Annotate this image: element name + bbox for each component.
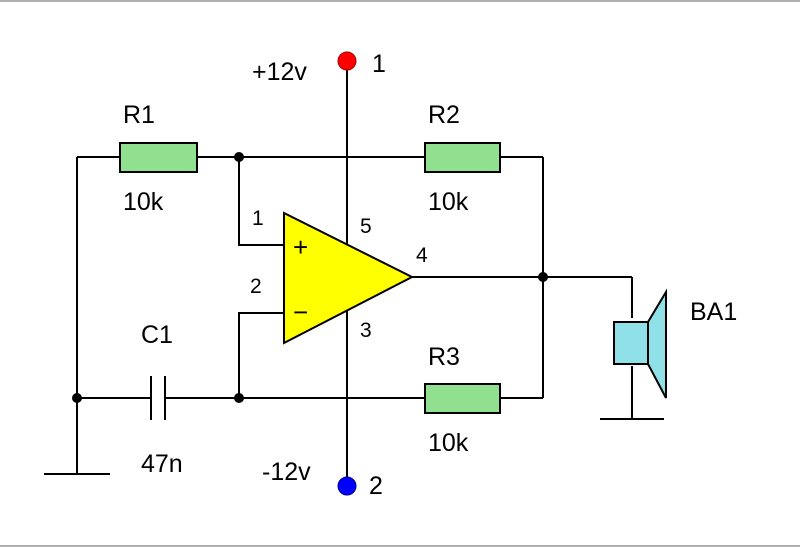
- ba1-name: BA1: [690, 298, 737, 326]
- resistor-r2: [424, 142, 501, 173]
- r2-name: R2: [428, 101, 460, 129]
- wire-inverting-input: [238, 312, 284, 398]
- positive-terminal-number: 1: [372, 50, 386, 78]
- opamp-pin-5: 5: [360, 215, 372, 238]
- junction-dot: [538, 272, 548, 282]
- opamp-pin-4: 4: [416, 244, 428, 267]
- junction-dot: [234, 152, 244, 162]
- opamp-pin-2: 2: [250, 275, 262, 298]
- opamp-minus-sign: −: [293, 297, 308, 327]
- opamp-pin-1: 1: [252, 207, 264, 230]
- wire-noninverting-input: [238, 157, 284, 246]
- negative-supply-terminal: [337, 476, 357, 496]
- c1-name: C1: [141, 321, 173, 349]
- c1-value: 47n: [141, 450, 183, 478]
- r3-name: R3: [428, 343, 460, 371]
- opamp-pin-3: 3: [360, 319, 372, 342]
- resistor-r3: [424, 383, 501, 414]
- negative-supply-label: -12v: [262, 458, 311, 486]
- r3-value: 10k: [428, 429, 469, 457]
- triangle-opamp-icon: [283, 211, 415, 345]
- resistor-r1: [119, 142, 198, 173]
- positive-supply-terminal: [337, 51, 357, 71]
- speaker-icon: [613, 288, 667, 399]
- r1-name: R1: [123, 101, 155, 129]
- r1-value: 10k: [123, 188, 164, 216]
- opamp-plus-sign: +: [293, 232, 308, 262]
- junction-dot: [72, 393, 82, 403]
- junctions: [72, 152, 548, 403]
- negative-terminal-number: 2: [369, 472, 383, 500]
- capacitor-c1: [150, 376, 166, 420]
- junction-dot: [234, 393, 244, 403]
- positive-supply-label: +12v: [252, 58, 307, 86]
- r2-value: 10k: [428, 188, 469, 216]
